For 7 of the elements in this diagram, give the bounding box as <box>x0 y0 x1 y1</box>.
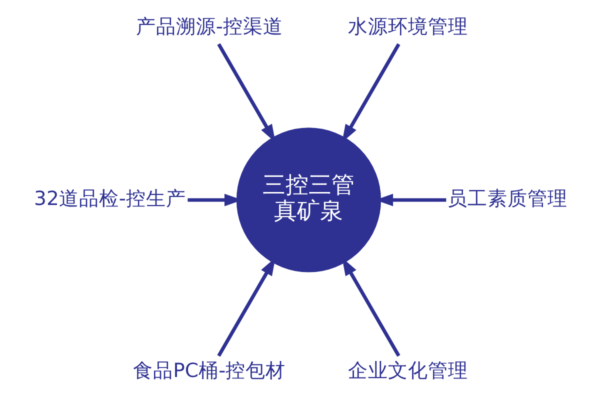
node-circle: 三控三管真矿泉 <box>236 128 381 272</box>
node-text: 产品溯源-控渠道 <box>135 14 282 38</box>
node-text: 32道品检-控生产 <box>34 186 186 210</box>
node-text: 食品PC桶-控包材 <box>132 359 286 382</box>
node-text: 水源环境管理 <box>348 14 468 38</box>
node-text: 企业文化管理 <box>348 359 468 382</box>
node-text: 员工素质管理 <box>446 186 567 210</box>
